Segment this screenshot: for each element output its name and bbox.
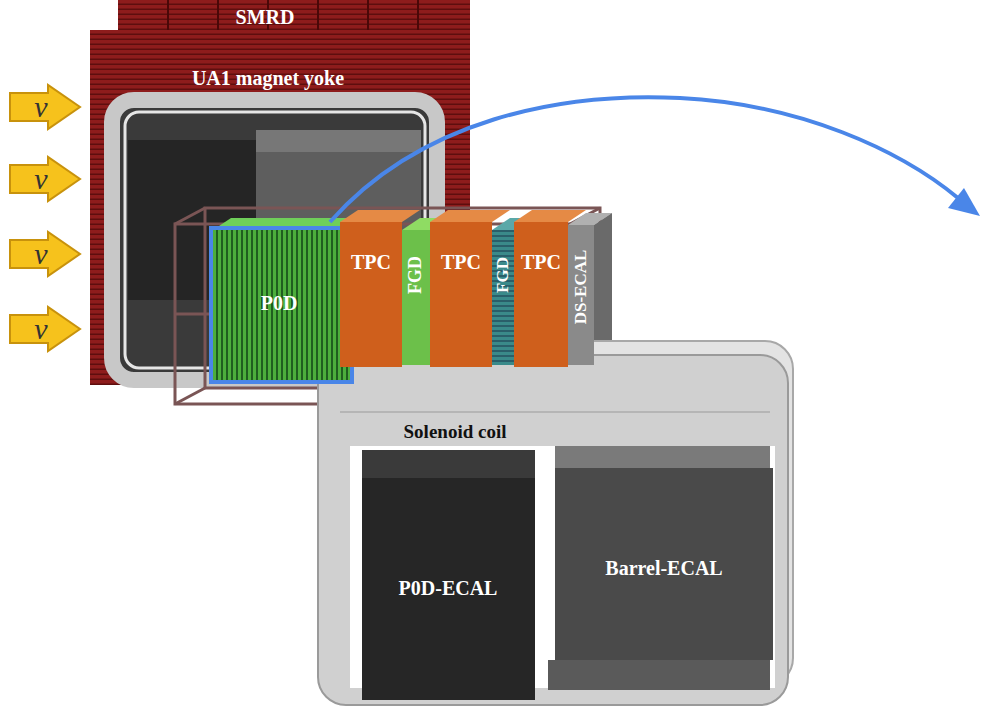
- ecal-top: [555, 446, 770, 470]
- transition-arrow: [330, 97, 958, 222]
- tpc-module: TPC: [340, 222, 402, 367]
- neutrino-arrow: ν: [8, 305, 82, 353]
- node-label: P0D-ECAL: [399, 577, 498, 599]
- neutrino-arrow: ν: [8, 83, 82, 131]
- node-label: DS-ECAL: [572, 250, 591, 325]
- coil-front: [318, 355, 788, 705]
- tpc-module: TPC: [514, 222, 568, 367]
- magnet-yoke: SMRD UA1 magnet yoke: [90, 0, 470, 100]
- node-label: UA1 magnet yoke: [192, 67, 344, 89]
- node-label: TPC: [351, 251, 391, 273]
- tpc-module: TPC: [430, 222, 492, 367]
- ds-ecal: DS-ECAL: [568, 225, 594, 365]
- fgd-module: FGD: [402, 230, 430, 365]
- arrow-outline: [10, 157, 80, 201]
- ecal-top: [256, 130, 421, 152]
- node-label: TPC: [441, 251, 481, 273]
- node-label: P0D: [261, 292, 298, 314]
- arrow-head: [948, 188, 980, 216]
- barrel-ecal: Barrel-ECAL: [555, 468, 773, 660]
- node-label: ν: [34, 237, 47, 270]
- p0d-detector: P0D: [213, 230, 350, 380]
- neutrino-arrow: ν: [8, 155, 82, 203]
- yoke-top-blocks: [118, 0, 470, 30]
- node-label: FGD: [494, 257, 513, 293]
- neutrino-arrow: ν: [8, 230, 82, 278]
- ecal-bottom: [548, 660, 770, 690]
- yoke-block-dividers: [168, 0, 418, 30]
- node-label: SMRD: [236, 6, 295, 28]
- node-label: ν: [34, 90, 47, 123]
- arrow-outline: [10, 232, 80, 276]
- arrow-outline: [10, 85, 80, 129]
- node-label: TPC: [521, 251, 561, 273]
- yoke-top: [90, 30, 470, 100]
- fgd-module: FGD: [492, 230, 514, 365]
- solenoid-coil: Solenoid coilP0D-ECAL Barrel-ECAL: [318, 355, 788, 705]
- node-label: Barrel-ECAL: [605, 557, 722, 579]
- node-label: Solenoid coil: [404, 422, 507, 443]
- arrow-outline: [10, 307, 80, 351]
- coil-frame: [112, 100, 437, 380]
- node-label: FGD: [406, 256, 426, 294]
- node-label: ν: [34, 162, 47, 195]
- ecal-top: [362, 450, 535, 480]
- p0d-ecal: P0D-ECAL: [362, 478, 535, 700]
- coil-edge: [340, 411, 770, 413]
- node-label: ν: [34, 312, 47, 345]
